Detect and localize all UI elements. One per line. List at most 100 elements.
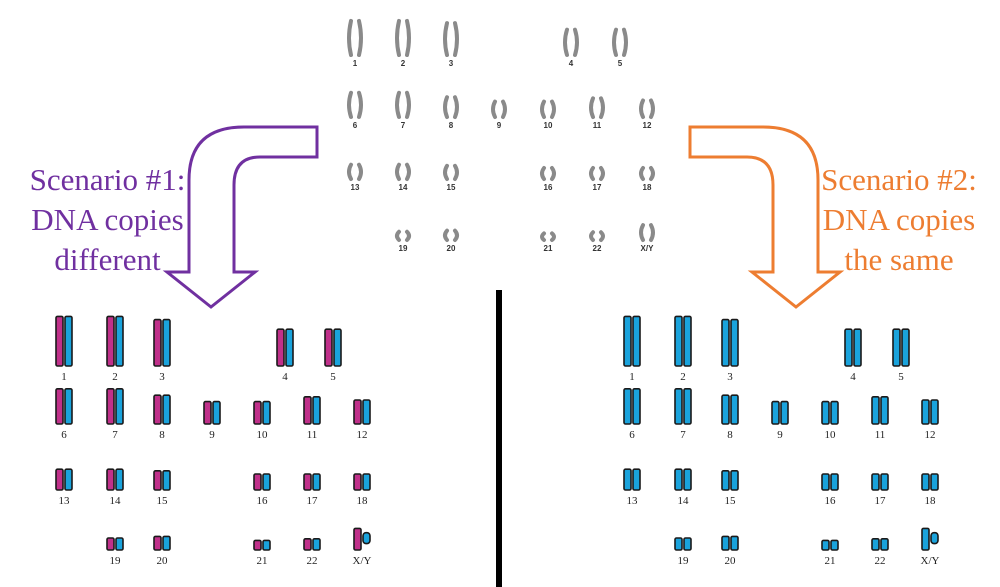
chromosome-label: 18	[357, 495, 369, 507]
reference-label: 20	[447, 244, 456, 253]
chromosome-copy-b	[115, 387, 124, 425]
chromosome-label: 17	[307, 495, 319, 507]
chromosome-label: 7	[112, 429, 118, 441]
reference-chromatid	[395, 229, 401, 242]
reference-label: 8	[449, 121, 454, 130]
scenario2-line2: DNA copies	[822, 202, 976, 237]
reference-label: 10	[544, 121, 553, 130]
chromosome-copy-b	[162, 469, 171, 491]
chromosome-label: 1	[629, 371, 635, 383]
reference-chromatid	[357, 18, 363, 57]
chromosome-copy-b	[212, 400, 221, 425]
chromosome-label: 6	[61, 429, 67, 441]
chromosome-label: 6	[629, 429, 635, 441]
chromosome-copy-b	[262, 400, 271, 425]
chromosome-label: X/Y	[921, 555, 940, 567]
chromosome-label: 11	[875, 429, 886, 441]
chromosome-copy-b	[115, 315, 124, 367]
chromosome-copy-a	[55, 387, 64, 425]
chromosome-label: 4	[850, 371, 856, 383]
reference-chromatid	[405, 90, 411, 119]
chromosome-copy-a	[153, 469, 162, 491]
chromosome-label: X/Y	[353, 555, 372, 567]
chromosome-copy-a	[353, 473, 362, 491]
chromosome-copy-b	[901, 328, 910, 367]
chromosome-label: 2	[680, 371, 686, 383]
scenario1-arrow-icon	[162, 125, 319, 309]
reference-label: 9	[497, 121, 502, 130]
scenario1-line2: DNA copies	[31, 202, 184, 237]
reference-chromatid	[550, 166, 556, 181]
chromosome-label: 3	[159, 371, 165, 383]
reference-label: 15	[447, 183, 456, 192]
chromosome-label: 2	[112, 371, 118, 383]
scenario2-arrow-icon	[688, 125, 845, 309]
chromosome-copy-a	[324, 328, 333, 367]
reference-label: 11	[593, 121, 602, 130]
chromosome-copy-b	[362, 399, 371, 425]
reference-label: 17	[593, 183, 602, 192]
chromosome-copy-a	[623, 468, 632, 491]
chromosome-label: 22	[875, 555, 886, 567]
chromosome-label: 9	[209, 429, 215, 441]
chromosome-label: 22	[307, 555, 318, 567]
chromosome-copy-b	[64, 315, 73, 367]
reference-chromatid	[501, 99, 507, 119]
reference-label: 4	[569, 59, 574, 68]
chromosome-copy-a	[921, 399, 930, 425]
chromosome-label: 3	[727, 371, 733, 383]
reference-label: 14	[399, 183, 408, 192]
reference-chromatid	[347, 90, 353, 119]
scenario1-line3: different	[54, 242, 161, 277]
chromosome-label: 5	[330, 371, 336, 383]
reference-chromatid	[599, 166, 605, 181]
chromosome-copy-b	[162, 394, 171, 425]
reference-chromatid	[550, 99, 556, 119]
chromosome-label: 9	[777, 429, 783, 441]
chromosome-copy-b	[162, 535, 171, 551]
chromosome-copy-a	[303, 473, 312, 491]
scenario1-title: Scenario #1:	[29, 162, 186, 197]
chromosome-copy-a	[871, 473, 880, 491]
reference-label: 18	[643, 183, 652, 192]
chromosome-label: 13	[627, 495, 639, 507]
chromosome-copy-a	[721, 318, 730, 367]
chromosome-copy-b	[115, 468, 124, 491]
reference-chromatid	[443, 95, 449, 119]
chromosome-copy-b	[683, 387, 692, 425]
chromosome-copy-b	[115, 537, 124, 551]
reference-chromatid	[443, 163, 449, 181]
reference-chromatid	[649, 223, 655, 242]
chromosome-copy-a	[106, 387, 115, 425]
reference-chromatid	[540, 231, 546, 242]
chromosome-label: 21	[257, 555, 268, 567]
chromosome-copy-a	[203, 400, 212, 425]
chromosome-copy-b	[64, 387, 73, 425]
chromosome-copy-a	[674, 537, 683, 551]
chromosome-label: 19	[110, 555, 122, 567]
reference-label: 6	[353, 121, 358, 130]
reference-chromatid	[599, 96, 605, 119]
chromosome-copy-a	[623, 387, 632, 425]
chromosome-copy-a	[153, 394, 162, 425]
chromosome-copy-a	[303, 395, 312, 425]
chromosome-label: 11	[307, 429, 318, 441]
reference-chromatid	[405, 162, 411, 181]
chromosome-copy-a	[55, 315, 64, 367]
chromosome-copy-b	[730, 394, 739, 425]
reference-chromatid	[453, 21, 459, 57]
chromosome-copy-b	[683, 537, 692, 551]
chromosome-copy-a	[674, 315, 683, 367]
reference-chromatid	[649, 166, 655, 181]
chromosome-copy-a	[153, 535, 162, 551]
reference-chromatid	[453, 95, 459, 119]
chromosome-label: 15	[725, 495, 737, 507]
chromosome-copy-b	[780, 400, 789, 425]
chromosome-copy-a	[353, 399, 362, 425]
reference-label: 21	[544, 244, 553, 253]
chromosome-copy-a	[253, 400, 262, 425]
chromosome-copy-b	[162, 318, 171, 367]
scenario2-title: Scenario #2:	[821, 162, 977, 197]
